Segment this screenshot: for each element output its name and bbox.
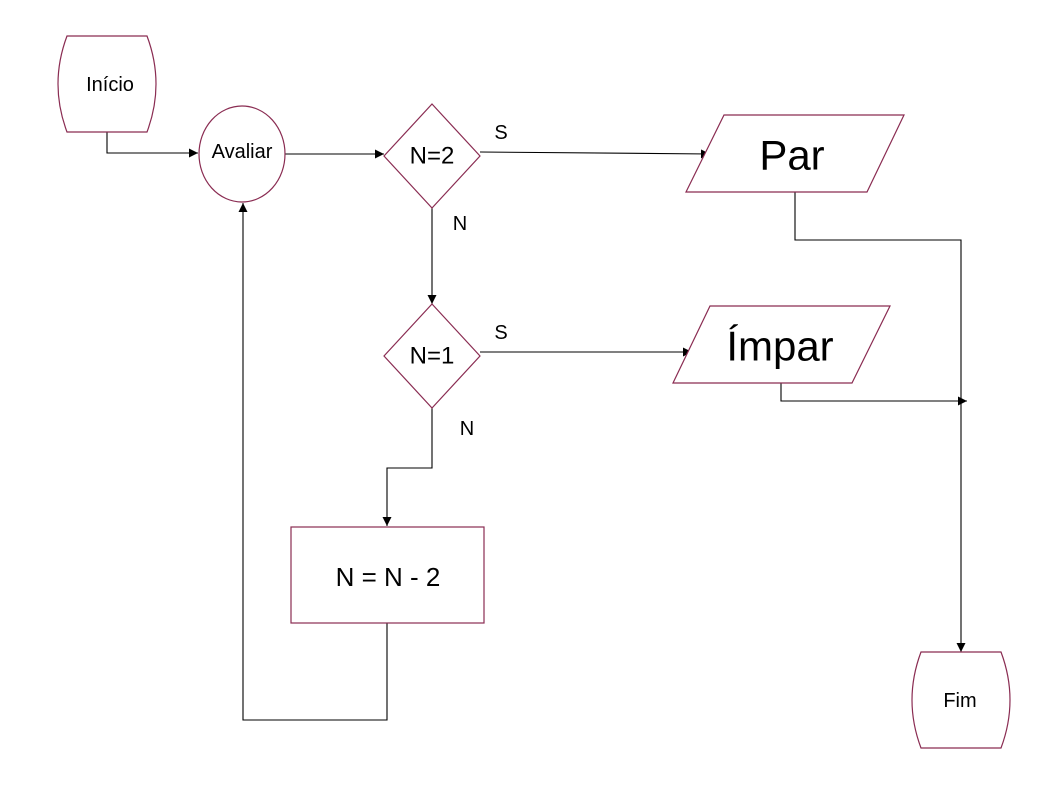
evaluate-label: Avaliar (212, 141, 273, 163)
process-decrement-label: N = N - 2 (336, 562, 441, 592)
node-output-odd: Ímpar (672, 305, 891, 384)
edge-n2-yes-to-even (479, 149, 711, 159)
edge-decrement-loop-to-evaluate (238, 203, 388, 721)
node-end: Fim (911, 651, 1011, 749)
node-decision-n1: N=1 (383, 303, 481, 409)
node-process-decrement: N = N - 2 (290, 526, 485, 624)
start-terminator-shape (57, 35, 157, 133)
output-odd-shape (672, 305, 891, 384)
node-decision-n2: N=2 (383, 103, 481, 209)
evaluate-connector-shape (198, 105, 286, 203)
edge-even-to-end (794, 192, 966, 652)
edge-start-to-evaluate (106, 132, 198, 158)
node-start: Início (57, 35, 157, 133)
output-even-label: Par (759, 132, 824, 179)
n2-no-label: N (453, 213, 467, 235)
n1-no-label: N (460, 418, 474, 440)
process-decrement-shape (290, 526, 485, 624)
output-even-shape (685, 114, 905, 193)
end-terminator-shape (911, 651, 1011, 749)
n1-yes-label: S (494, 322, 507, 344)
decision-n1-label: N=1 (410, 343, 455, 370)
edge-odd-to-merge (780, 383, 967, 406)
n2-yes-label: S (494, 122, 507, 144)
decision-n2-label: N=2 (410, 143, 455, 170)
decision-n1-shape (383, 303, 481, 409)
edge-n1-no-to-decrement (382, 408, 433, 526)
decision-n2-shape (383, 103, 481, 209)
end-label: Fim (943, 690, 976, 712)
output-odd-label: Ímpar (726, 323, 833, 370)
node-evaluate: Avaliar (198, 105, 286, 203)
start-label: Início (86, 74, 134, 96)
node-output-even: Par (685, 114, 905, 193)
connectors (106, 132, 967, 721)
edge-labels: S N S N (453, 122, 508, 440)
